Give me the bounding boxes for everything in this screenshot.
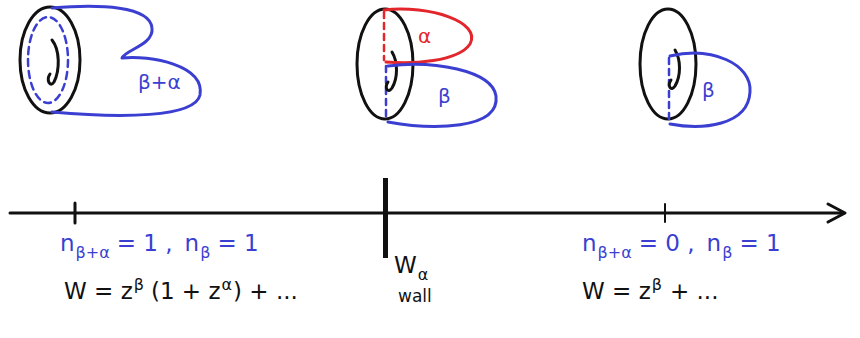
formula-text: + ... bbox=[670, 280, 719, 303]
disc-count: nβ+α= 1 ,nβ= 1 bbox=[60, 232, 259, 255]
wall-marker bbox=[383, 178, 388, 258]
formula-text: n bbox=[60, 232, 75, 255]
formula-text: n bbox=[185, 232, 200, 255]
formula-text: wall bbox=[398, 288, 432, 305]
axis-tick bbox=[664, 204, 666, 222]
torus-hole bbox=[386, 52, 396, 90]
holomorphic-disc bbox=[388, 64, 496, 126]
exponent: α bbox=[222, 277, 233, 293]
formula-text: n bbox=[582, 232, 597, 255]
subscript: β+α bbox=[76, 245, 110, 261]
disc-label: β bbox=[438, 86, 451, 106]
superpotential: W = zβ (1 + zα) + ... bbox=[64, 280, 298, 303]
formula-text: W = z bbox=[582, 280, 651, 303]
axis-tick bbox=[74, 203, 77, 223]
axis-arrowhead bbox=[828, 204, 845, 222]
formula-text: W = z bbox=[64, 280, 133, 303]
formula-text: = 0 , bbox=[639, 232, 695, 255]
parameter-axis bbox=[10, 212, 842, 215]
superpotential: W = zβ + ... bbox=[582, 280, 718, 303]
formula-text: = 1 bbox=[217, 232, 258, 255]
exponent: β bbox=[134, 277, 144, 293]
disc-boundary bbox=[668, 58, 671, 122]
subscript: α bbox=[418, 267, 429, 283]
formula-text: (1 + z bbox=[151, 280, 221, 303]
holomorphic-disc bbox=[384, 9, 472, 63]
disc-boundary bbox=[383, 12, 386, 60]
subscript: β+α bbox=[598, 245, 632, 261]
disc-label: β+α bbox=[138, 72, 181, 92]
disc-label: α bbox=[418, 26, 431, 46]
wall-note: wall bbox=[398, 288, 432, 305]
holomorphic-disc bbox=[670, 53, 750, 126]
exponent: β bbox=[652, 277, 662, 293]
subscript: β bbox=[200, 245, 210, 261]
solid-torus bbox=[20, 7, 80, 113]
disc-boundary bbox=[28, 17, 68, 103]
formula-text: ) + ... bbox=[233, 280, 298, 303]
subscript: β bbox=[722, 245, 732, 261]
formula-text: W bbox=[394, 254, 417, 277]
disc-label: β bbox=[702, 80, 715, 100]
formula-text: = 1 , bbox=[117, 232, 173, 255]
holomorphic-disc bbox=[52, 6, 200, 115]
formula-text: n bbox=[707, 232, 722, 255]
disc-count: nβ+α= 0 ,nβ= 1 bbox=[582, 232, 781, 255]
disc-boundary bbox=[385, 66, 388, 120]
torus-hole bbox=[48, 40, 58, 84]
wall-name: Wα bbox=[394, 254, 428, 277]
formula-text: = 1 bbox=[739, 232, 780, 255]
